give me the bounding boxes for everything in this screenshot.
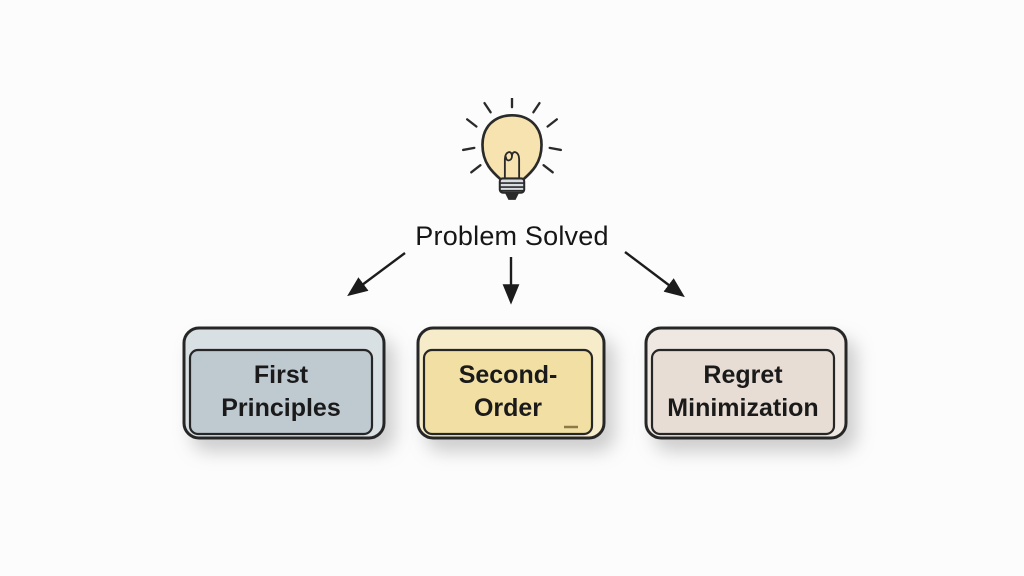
- box-first-principles-label: First Principles: [221, 361, 341, 422]
- box-second-order: Second- Order: [416, 326, 606, 440]
- box-first-principles-shape: [182, 326, 386, 440]
- lightbulb-tip: [504, 192, 520, 200]
- branch-arrows: [347, 251, 685, 305]
- lightbulb-base-lines: [499, 182, 525, 192]
- box-regret-minimization-label: Regret Minimization: [667, 361, 819, 422]
- box-regret-minimization-shape: [644, 326, 848, 440]
- box-second-order-label: Second- Order: [458, 361, 558, 422]
- arrow-right: [624, 251, 685, 298]
- lightbulb-base: [498, 177, 526, 194]
- diagram-title: Problem Solved: [415, 221, 609, 251]
- box-regret-minimization: Regret Minimization: [644, 326, 848, 440]
- arrow-left: [347, 252, 406, 297]
- lightbulb-filament: [503, 151, 521, 180]
- box-second-order-shape: [416, 326, 606, 440]
- lightbulb-rays: [461, 98, 563, 174]
- lightbulb-glass: [481, 113, 543, 181]
- box-first-principles: First Principles: [182, 326, 386, 440]
- lightbulb-icon: [461, 98, 563, 200]
